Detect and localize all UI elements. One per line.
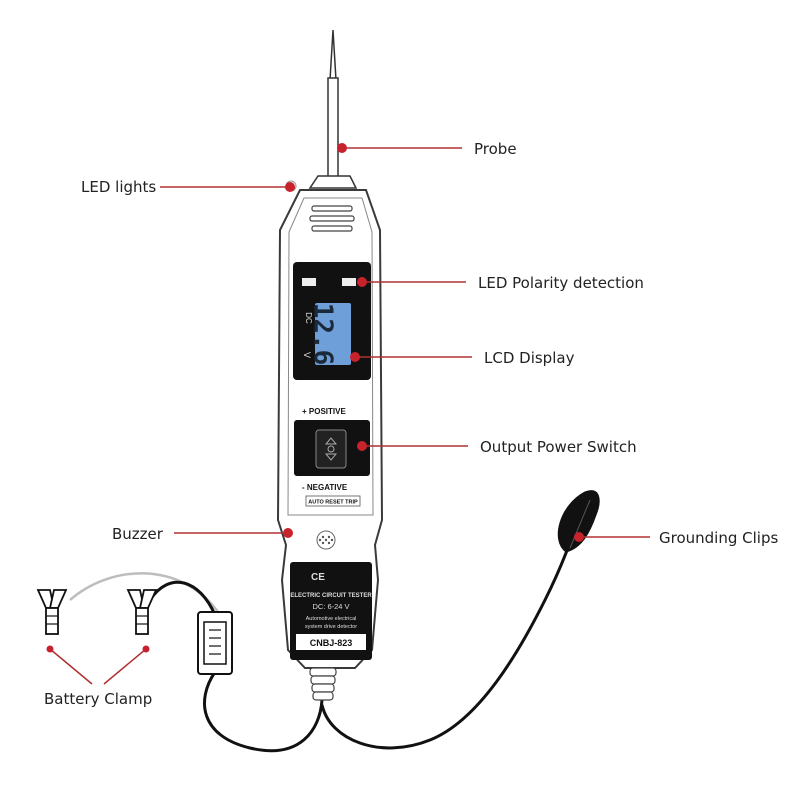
callout-battery-clamp: Battery Clamp xyxy=(44,690,152,708)
main-black-cable xyxy=(203,671,324,753)
ce-mark: CE xyxy=(311,572,325,583)
tester-body: 12.6 DC V + POSITIVE - NEGATIVE AUTO RES… xyxy=(276,29,384,701)
ground-cable xyxy=(320,547,570,750)
tester-head xyxy=(308,175,358,189)
switch-down-arrow xyxy=(324,453,338,461)
lcd-screen xyxy=(315,303,351,365)
label-desc-line-2: system drive detector xyxy=(305,624,357,630)
positive-label: + POSITIVE xyxy=(302,407,346,416)
callout-dot-output-switch xyxy=(357,441,367,451)
callout-line-battery-left xyxy=(49,648,93,685)
model-number: CNBJ-823 xyxy=(310,638,353,648)
rocker-switch-icon[interactable] xyxy=(315,429,347,469)
alligator-clamp-icon xyxy=(36,589,68,635)
polarity-led-right xyxy=(342,278,356,286)
callout-line-battery-right xyxy=(103,648,147,685)
callout-probe: Probe xyxy=(474,140,517,158)
callout-led-lights: LED lights xyxy=(81,178,156,196)
callout-grounding-clips: Grounding Clips xyxy=(659,529,778,547)
callout-dot-grounding xyxy=(574,532,584,542)
callout-dot-battery-left xyxy=(46,645,54,653)
label-title: ELECTRIC CIRCUIT TESTER xyxy=(290,593,372,599)
housing-inner-rim xyxy=(287,197,374,516)
vent-slot xyxy=(311,205,353,212)
callout-buzzer: Buzzer xyxy=(112,525,164,543)
callout-dot-lcd-display xyxy=(350,352,360,362)
callout-dot-buzzer xyxy=(283,528,293,538)
label-desc-line-1: Automotive electrical xyxy=(306,616,357,622)
switch-center-ring xyxy=(327,445,335,453)
callout-output-switch: Output Power Switch xyxy=(480,438,637,456)
black-cable-clamp xyxy=(148,580,217,616)
connector-plug xyxy=(197,611,233,675)
model-box xyxy=(296,634,366,650)
vent-slot xyxy=(309,215,355,222)
callout-led-polarity: LED Polarity detection xyxy=(478,274,644,292)
speaker-grille-icon xyxy=(316,530,336,550)
label-voltage: DC: 6-24 V xyxy=(312,602,349,611)
callout-dot-led-lights xyxy=(285,182,295,192)
probe-tip xyxy=(329,29,337,81)
callout-lcd-display: LCD Display xyxy=(484,349,575,367)
grounding-clip xyxy=(557,490,600,553)
polarity-led-left xyxy=(302,278,316,286)
lcd-unit: V xyxy=(302,352,312,358)
callout-dot-probe xyxy=(337,143,347,153)
lcd-reading: 12.6 xyxy=(308,303,338,366)
strain-relief xyxy=(309,667,337,701)
reset-label: AUTO RESET TRIP xyxy=(308,500,358,506)
callout-dot-battery-right xyxy=(142,645,150,653)
callout-dot-led-polarity xyxy=(357,277,367,287)
reset-label-box xyxy=(305,495,361,507)
negative-label: - NEGATIVE xyxy=(302,483,348,492)
vent-slot xyxy=(311,225,353,232)
probe-shaft xyxy=(327,77,339,179)
switch-up-arrow xyxy=(324,437,338,445)
lcd-mode: DC xyxy=(304,312,313,324)
alligator-clamp-icon xyxy=(126,589,158,635)
